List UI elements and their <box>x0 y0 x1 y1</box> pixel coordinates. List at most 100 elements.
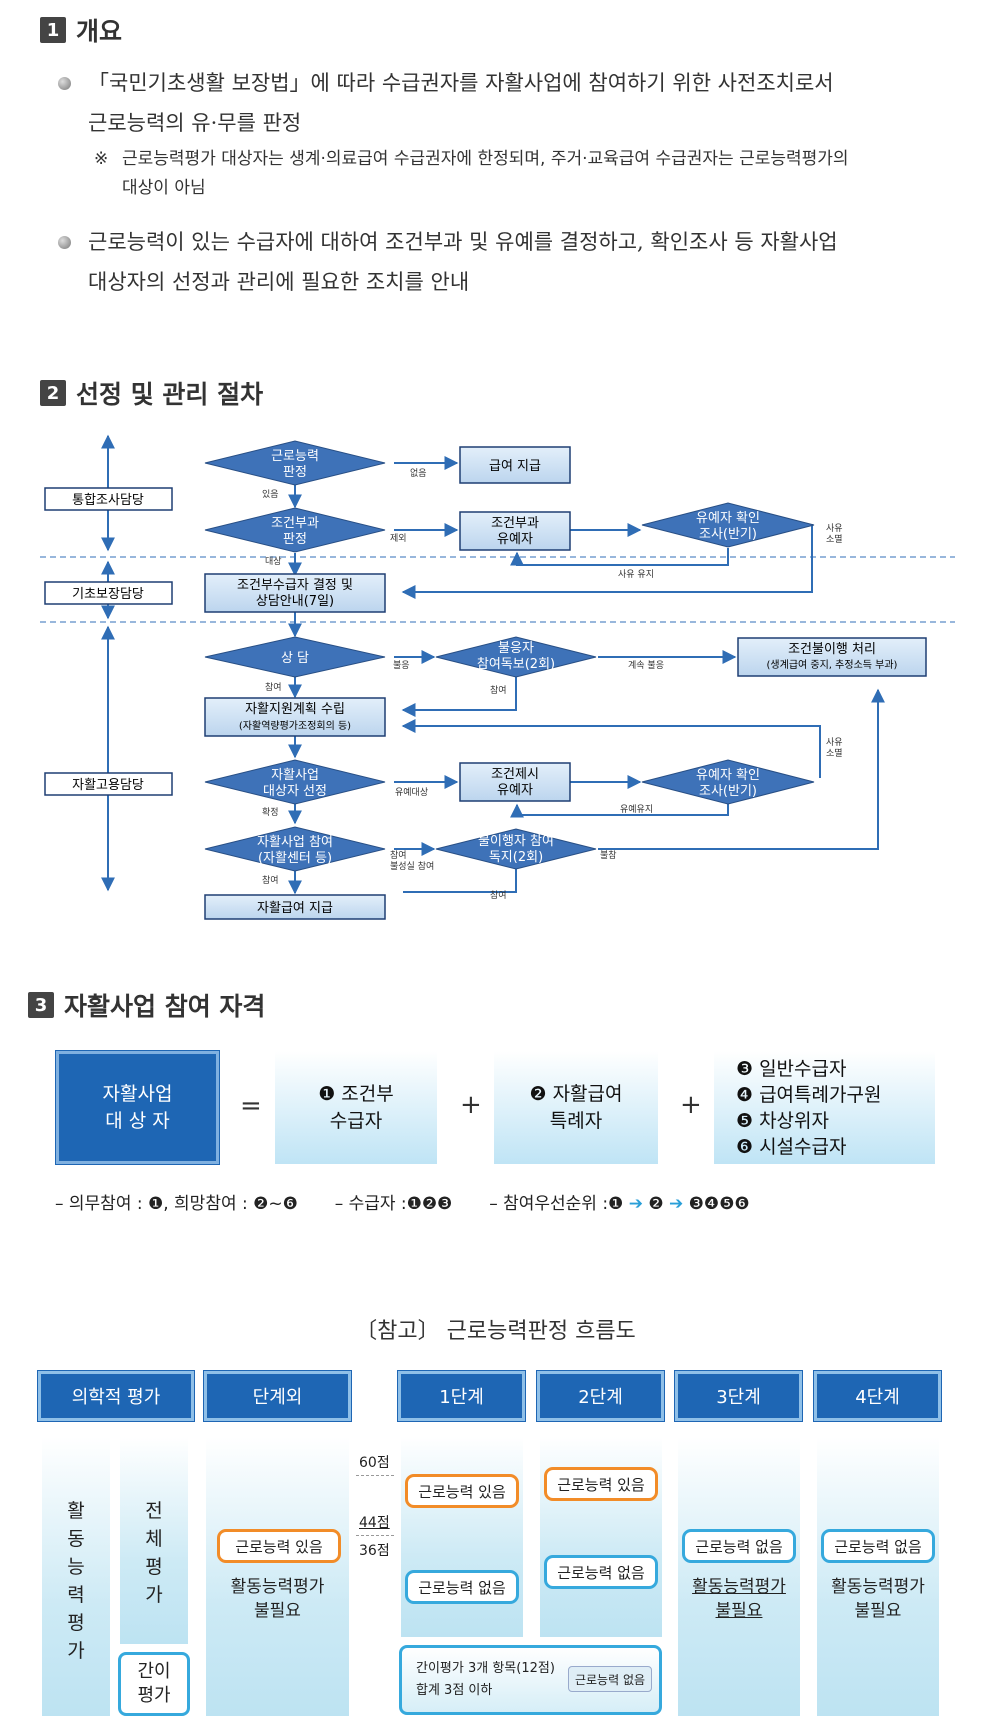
bullet-text-line: 「국민기초생활 보장법」에 따라 수급권자를 자활사업에 참여하기 위한 사전조… <box>88 71 834 95</box>
legend-item: – 의무참여 : ❶, 희망참여 : ❷~❻ <box>55 1194 298 1214</box>
special-case-box: ❷ 자활급여 특례자 <box>494 1051 658 1164</box>
text-line: 활동능력평가 <box>230 1577 325 1597</box>
process-decide: 조건부수급자 결정 및 상담안내(7일) <box>204 573 386 613</box>
conditional-recipient-box: ❶ 조건부 수급자 <box>275 1051 437 1164</box>
process-exempt: 조건제시 유예자 <box>459 762 571 802</box>
stage-4-column <box>817 1437 939 1716</box>
edge-label: 계속 불응 <box>628 659 664 671</box>
process-penalty: 조건불이행 처리 (생계급여 중지, 추정소득 부과) <box>737 637 927 677</box>
able-badge: 근로능력 있음 <box>217 1529 341 1563</box>
stage-header: 2단계 <box>537 1371 664 1421</box>
edge-label: 유예대상 <box>395 787 428 798</box>
vertical-char: 력 <box>67 1584 85 1606</box>
role-label: 기초보장담당 <box>72 587 144 602</box>
process-label: 조건부과 <box>491 516 539 531</box>
text-line: 불필요 <box>254 1601 301 1621</box>
text-line: 불필요 <box>715 1601 763 1621</box>
other-groups-box: ❸ 일반수급자 ❹ 급여특례가구원 ❺ 차상위자 ❻ 시설수급자 <box>714 1051 935 1164</box>
vertical-char: 평 <box>67 1612 85 1634</box>
section-number: 2 <box>40 380 66 406</box>
decision-label: 유예자 확인 <box>696 768 760 783</box>
vertical-char: 활 <box>67 1500 85 1522</box>
not-needed-text: 활동능력평가 불필요 <box>206 1575 349 1623</box>
exempt-column <box>206 1437 349 1716</box>
edge-label: 소멸 <box>826 534 843 545</box>
edge-label: 사유 <box>826 523 843 534</box>
process-defer: 조건부과 유예자 <box>459 511 571 551</box>
role-box: 통합조사담당 <box>44 487 173 511</box>
decision-label: 조건부과 <box>271 516 319 531</box>
box-line: ❶ 조건부 <box>318 1082 394 1105</box>
equals-sign: = <box>240 1091 262 1121</box>
edge-label: 불응 <box>393 660 410 671</box>
stage-header: 단계외 <box>204 1371 351 1421</box>
participation-legend: – 의무참여 : ❶, 희망참여 : ❷~❻ – 수급자 :❶❷❸ – 참여우선… <box>55 1189 750 1214</box>
edge-label: 참여 <box>265 681 282 693</box>
legend-item: – 수급자 :❶❷❸ <box>334 1194 453 1214</box>
decision-label: 불응자 <box>498 641 534 656</box>
process-pay: 자활급여 지급 <box>204 894 386 920</box>
edge-label: 사유 <box>826 737 843 748</box>
simple-evaluation-box: 간이 평가 <box>118 1652 190 1716</box>
edge-label: 불성실 참여 <box>390 860 434 872</box>
text-line: 불필요 <box>854 1601 902 1621</box>
bullet-item: 「국민기초생활 보장법」에 따라 수급권자를 자활사업에 참여하기 위한 사전조… <box>58 63 958 143</box>
process-label: 유예자 <box>497 532 533 547</box>
score-label: 36점 <box>359 1543 390 1559</box>
section-3-heading: 3 자활사업 참여 자격 <box>28 987 265 1023</box>
section-title: 자활사업 참여 자격 <box>64 992 266 1021</box>
decision-label: 자활사업 <box>271 768 319 783</box>
edge-label: 확정 <box>262 806 279 818</box>
note-mark: ※ <box>94 149 109 169</box>
decision-select: 자활사업 대상자 선정 <box>204 759 386 805</box>
procedure-flowchart: 통합조사담당 기초보장담당 자활고용담당 근로능력 판 <box>40 434 955 920</box>
group-item: ❸ 일반수급자 <box>736 1057 847 1080</box>
process-label: 유예자 <box>497 783 533 798</box>
process-plan: 자활지원계획 수립 (자활역량평가조정회의 등) <box>204 697 386 737</box>
decision-label: 상 담 <box>281 651 309 666</box>
vertical-char: 평 <box>145 1556 163 1578</box>
decision-label: 불이행자 참여 <box>478 833 554 849</box>
decision-label: 판정 <box>283 532 307 547</box>
section-2-heading: 2 선정 및 관리 절차 <box>40 375 263 411</box>
stage-header: 의학적 평가 <box>38 1371 194 1421</box>
plus-sign: + <box>460 1090 482 1120</box>
stage-1-column <box>401 1437 523 1637</box>
edge-label: 없음 <box>410 468 427 479</box>
decision-label: 판정 <box>283 465 307 480</box>
edge-label: 유예유지 <box>620 804 653 815</box>
note: ※ 근로능력평가 대상자는 생계·의료급여 수급권자에 한정되며, 주거·교육급… <box>94 145 954 203</box>
edge-label: 참여 <box>490 684 507 696</box>
role-label: 자활고용담당 <box>72 778 144 793</box>
bullet-icon <box>58 236 71 249</box>
stage-header: 4단계 <box>814 1371 941 1421</box>
stage-3-column <box>678 1437 800 1716</box>
full-evaluation-label: 전 체 평 가 <box>120 1497 188 1609</box>
arrow-right-icon: ➔ <box>628 1194 643 1214</box>
bullet-icon <box>58 77 71 90</box>
edge-label: 소멸 <box>826 748 843 759</box>
decision-label: (자활센터 등) <box>258 851 332 866</box>
legend-item: – 참여우선순위 :❶ <box>489 1194 624 1214</box>
unable-badge: 근로능력 없음 <box>682 1529 796 1563</box>
section-title: 선정 및 관리 절차 <box>76 380 264 409</box>
decision-notice-2: 불이행자 참여 독지(2회) <box>435 828 597 870</box>
note-text-line: 근로능력평가 대상자는 생계·의료급여 수급권자에 한정되며, 주거·교육급여 … <box>122 149 849 169</box>
decision-condition: 조건부과 판정 <box>204 507 386 553</box>
decision-defer-check-1: 유예자 확인 조사(반기) <box>641 502 815 548</box>
process-label: 자활급여 지급 <box>257 901 333 916</box>
decision-label: 대상자 선정 <box>263 784 327 799</box>
able-badge: 근로능력 있음 <box>544 1467 658 1501</box>
able-badge: 근로능력 있음 <box>405 1474 519 1508</box>
bullet-text-line: 근로능력의 유·무를 판정 <box>88 111 302 135</box>
section-number: 1 <box>40 17 66 43</box>
process-label: 자활지원계획 수립 <box>245 702 345 717</box>
bullet-text-line: 대상자의 선정과 관리에 필요한 조치를 안내 <box>88 270 470 294</box>
score-label: 60점 <box>359 1455 390 1471</box>
score-divider <box>356 1535 394 1536</box>
process-label: 상담안내(7일) <box>256 594 334 609</box>
unable-badge: 근로능력 없음 <box>544 1555 658 1589</box>
process-label: 조건부수급자 결정 및 <box>237 578 353 593</box>
legend-item: ❷ <box>648 1194 664 1214</box>
section-1-heading: 1 개요 <box>40 12 122 48</box>
